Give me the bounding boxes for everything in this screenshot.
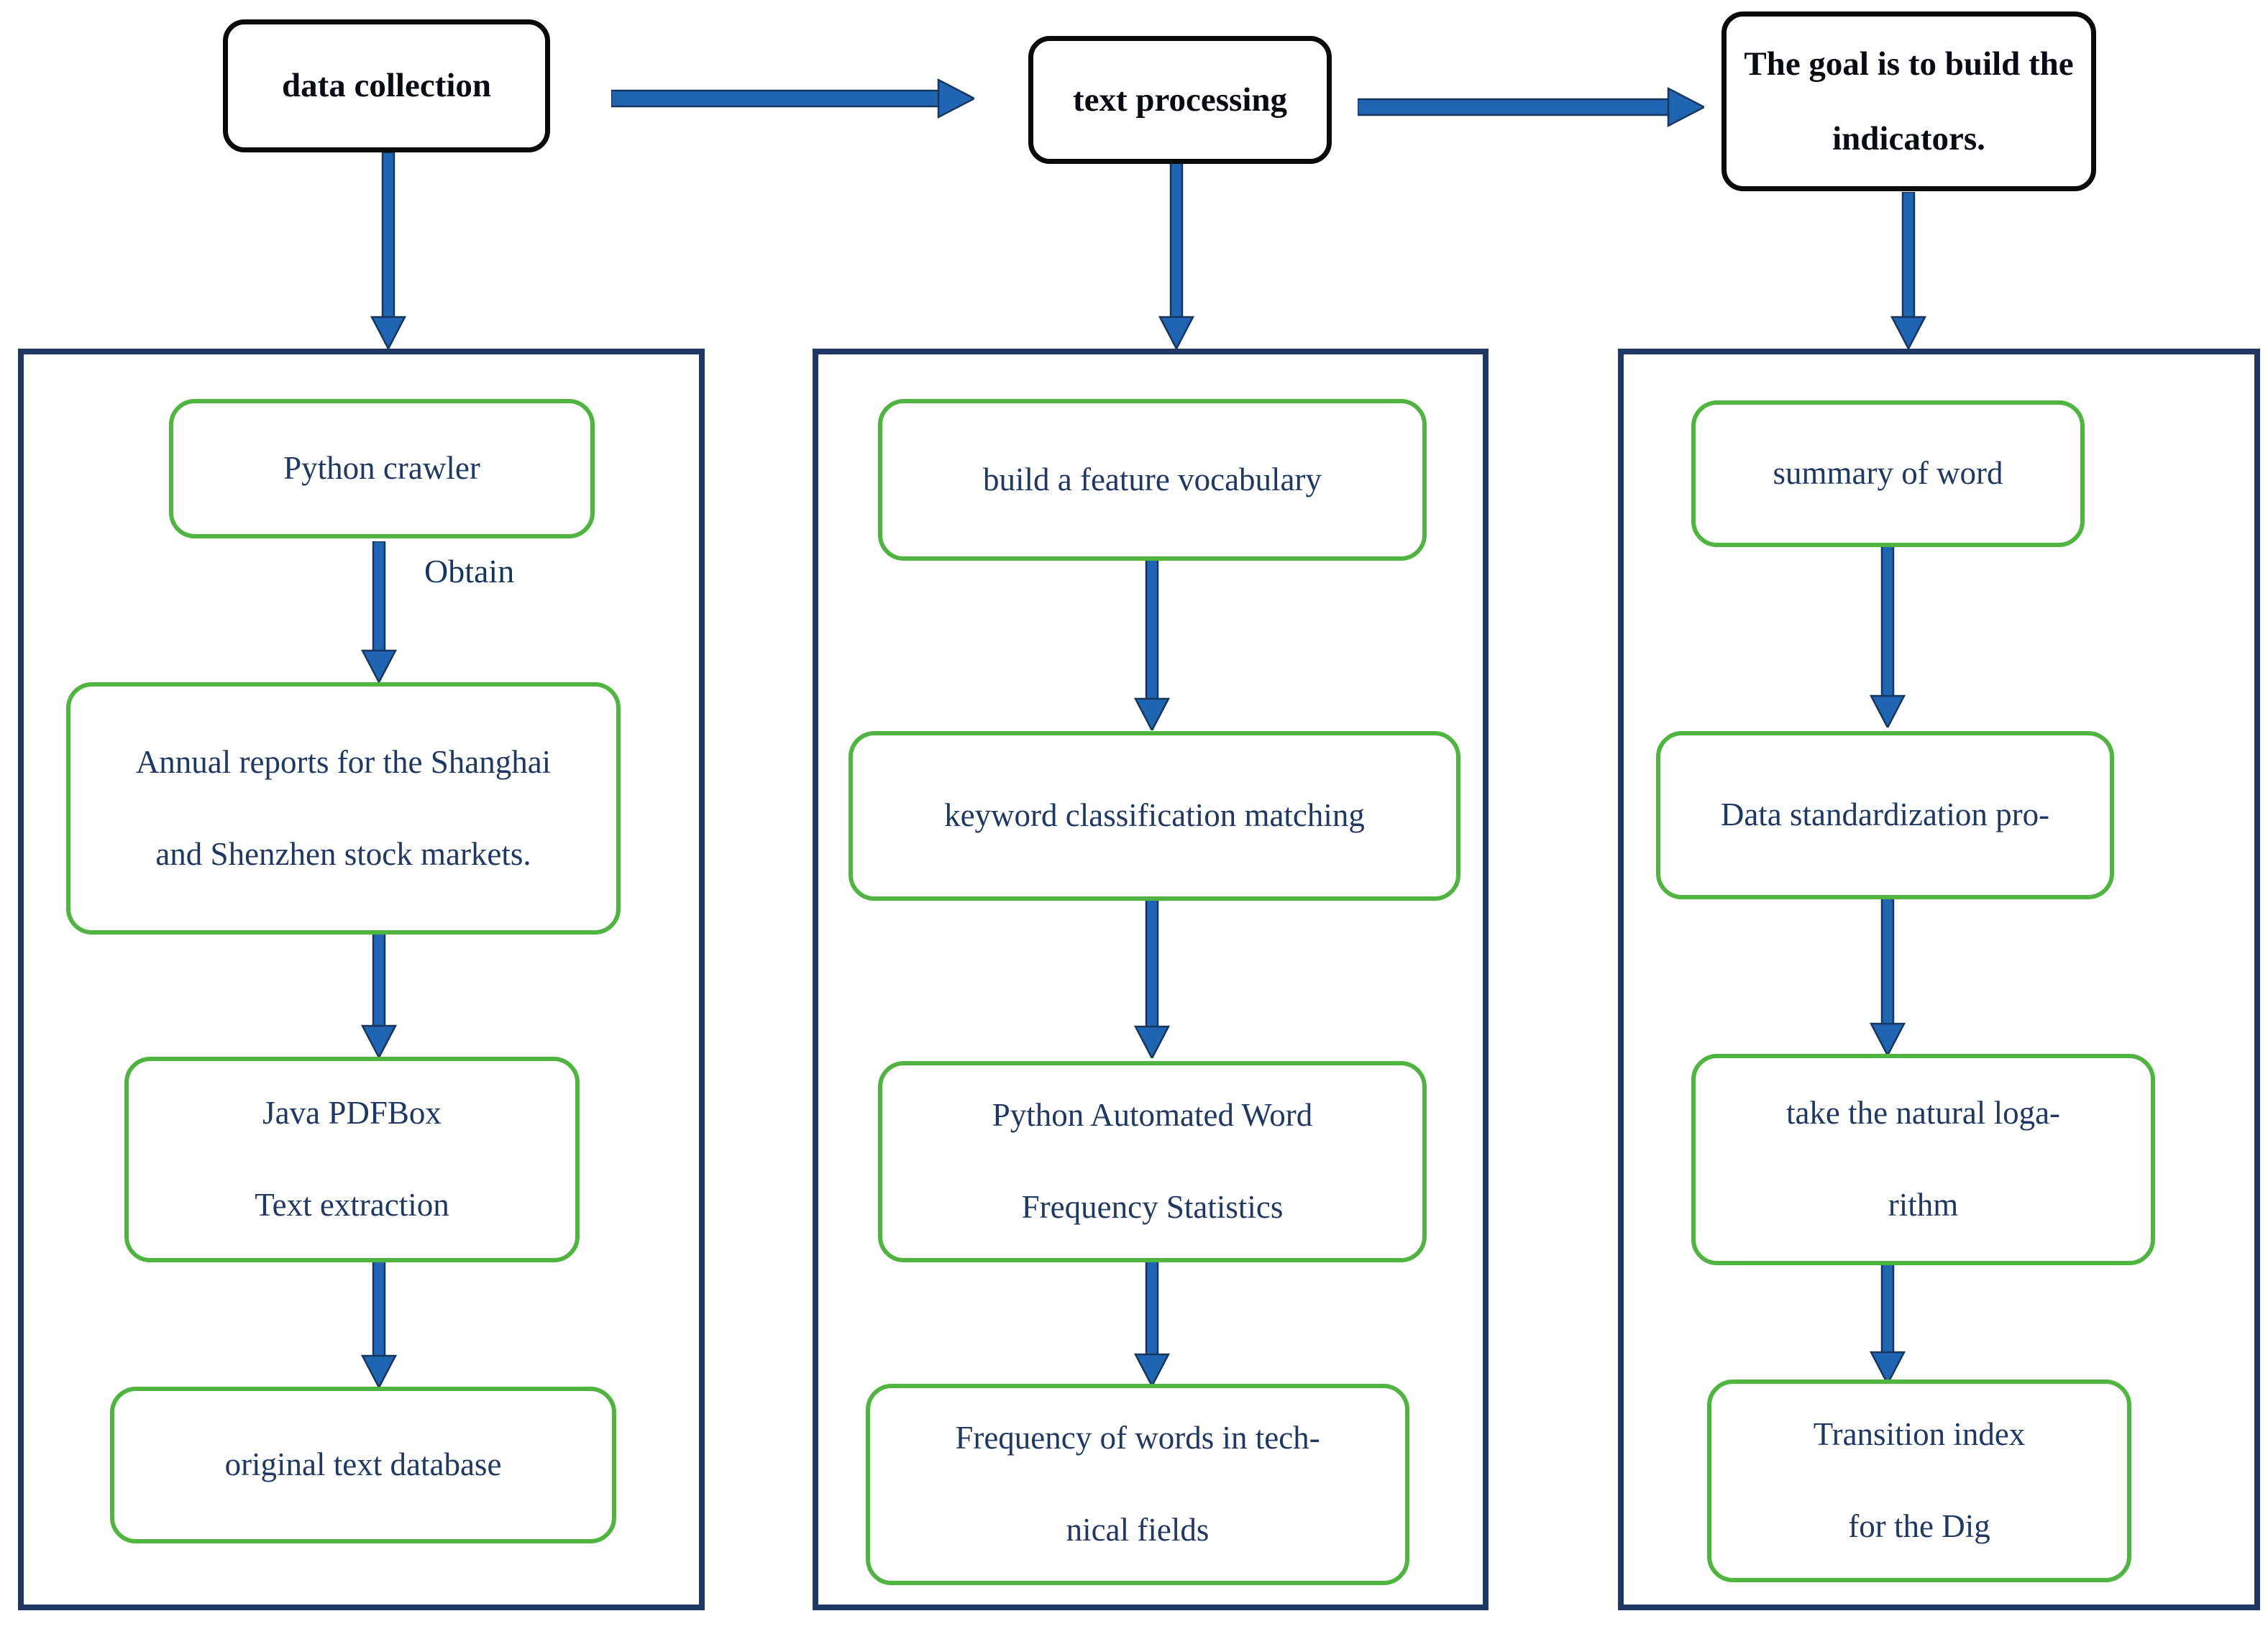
down-arrow-into-text-panel: [1158, 162, 1195, 349]
right-arrow-text-to-goal: [1358, 86, 1704, 128]
down-arrow-into-indicators-panel: [1890, 192, 1927, 349]
step-label-line1: take the natural loga-: [1785, 1095, 2061, 1132]
stage-label: data collection: [281, 67, 492, 105]
step-box-summary-of-word: summary of word: [1691, 400, 2085, 547]
step-label-line1: Python Automated Word: [992, 1097, 1313, 1134]
step-box-word-frequency: Python Automated Word Frequency Statisti…: [878, 1061, 1427, 1262]
data-collection-panel: [18, 349, 705, 1610]
stage-box-text-processing: text processing: [1028, 36, 1332, 164]
down-arrow: [1133, 559, 1171, 730]
step-label-line2: Frequency Statistics: [1021, 1189, 1284, 1225]
indicators-panel: [1618, 349, 2260, 1610]
step-box-python-crawler: Python crawler: [169, 399, 595, 538]
stage-label-line1: The goal is to build the: [1744, 45, 2074, 83]
step-box-annual-reports: Annual reports for the Shanghai and Shen…: [66, 682, 621, 935]
down-arrow: [1869, 1264, 1906, 1384]
down-arrow-obtain: [360, 541, 398, 682]
step-label: summary of word: [1773, 455, 2003, 492]
step-label: Python crawler: [283, 450, 480, 487]
step-box-java-pdfbox: Java PDFBox Text extraction: [124, 1057, 580, 1262]
step-label-line1: Java PDFBox: [262, 1095, 442, 1132]
step-box-transition-index: Transition index for the Dig: [1707, 1380, 2131, 1582]
down-arrow: [1133, 899, 1171, 1058]
arrow-label-obtain: Obtain: [424, 553, 515, 589]
step-box-feature-vocabulary: build a feature vocabulary: [878, 399, 1427, 561]
right-arrow-data-to-text: [611, 78, 974, 119]
stage-box-data-collection: data collection: [223, 19, 550, 152]
down-arrow: [360, 933, 398, 1057]
step-label-line1: Transition index: [1813, 1416, 2026, 1453]
down-arrow: [360, 1261, 398, 1387]
step-label-line2: rithm: [1888, 1187, 1959, 1223]
step-box-data-standardization: Data standardization pro-: [1656, 731, 2114, 899]
down-arrow: [1869, 546, 1906, 728]
step-box-original-text-database: original text database: [110, 1387, 616, 1543]
step-label-line2: Text extraction: [255, 1187, 449, 1223]
down-arrow-into-data-panel: [370, 152, 407, 349]
step-label-line2: and Shenzhen stock markets.: [155, 835, 531, 872]
step-label-line1: Frequency of words in tech-: [955, 1420, 1320, 1456]
step-box-technical-fields: Frequency of words in tech- nical fields: [866, 1384, 1409, 1585]
step-label: keyword classification matching: [944, 797, 1365, 834]
step-label: build a feature vocabulary: [982, 461, 1322, 497]
step-label-line2: nical fields: [1066, 1512, 1210, 1548]
down-arrow: [1133, 1261, 1171, 1386]
step-label-line1: Annual reports for the Shanghai: [135, 743, 552, 780]
step-box-natural-logarithm: take the natural loga- rithm: [1691, 1054, 2155, 1265]
stage-label: text processing: [1072, 81, 1288, 119]
stage-label-line2: indicators.: [1832, 120, 1985, 157]
stage-box-goal: The goal is to build the indicators.: [1721, 12, 2096, 191]
down-arrow: [1869, 898, 1906, 1055]
step-label: original text database: [224, 1446, 502, 1483]
text-processing-panel: [813, 349, 1489, 1610]
step-label: Data standardization pro-: [1720, 797, 2050, 833]
step-label-line2: for the Dig: [1848, 1508, 1990, 1544]
step-box-keyword-matching: keyword classification matching: [849, 731, 1460, 901]
